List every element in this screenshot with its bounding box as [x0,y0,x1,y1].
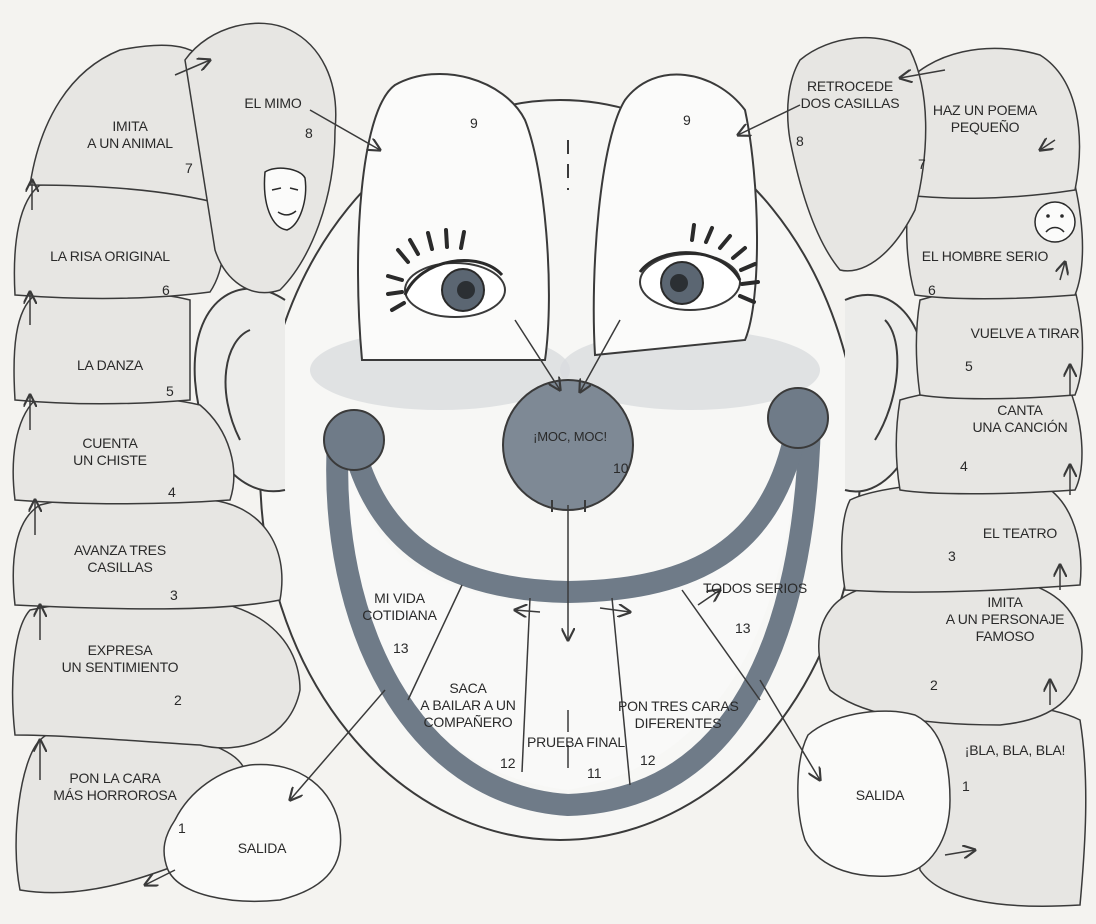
space-label-line: FAMOSO [935,628,1075,645]
space-label-line: LA DANZA [60,357,160,374]
mouth-space-13-right[interactable]: TODOS SERIOS [700,580,810,597]
space-label-line: CUENTA [55,435,165,452]
right-space-salida[interactable]: SALIDA [845,787,915,804]
right-space-8-number: 8 [796,133,804,149]
left-space-2[interactable]: EXPRESA UN SENTIMIENTO [45,642,195,676]
space-label-line: DOS CASILLAS [795,95,905,112]
left-space-8[interactable]: EL MIMO [238,95,308,112]
right-space-7-number: 7 [918,156,926,172]
space-label-line: IMITA [935,594,1075,611]
sad-face-icon [1035,202,1075,242]
mouth-space-13-right-number: 13 [735,620,751,636]
right-salida-label: SALIDA [845,787,915,804]
space-label-line: A UN ANIMAL [75,135,185,152]
mouth-corner-right [768,388,828,448]
mouth-space-11[interactable]: PRUEBA FINAL [527,734,617,751]
nose-number: 10 [613,460,629,476]
right-space-3[interactable]: EL TEATRO [980,525,1060,542]
right-space-5[interactable]: VUELVE A TIRAR [965,325,1085,342]
right-space-1-number: 1 [962,778,970,794]
space-label-line: UN SENTIMIENTO [45,659,195,676]
space-label-line: EXPRESA [45,642,195,659]
left-space-3[interactable]: AVANZA TRES CASILLAS [55,542,185,576]
space-label-line: MÁS HORROROSA [40,787,190,804]
space-label-line: LA RISA ORIGINAL [40,248,180,265]
left-space-6-number: 6 [162,282,170,298]
space-label-line: EL TEATRO [980,525,1060,542]
left-space-5-number: 5 [166,383,174,399]
right-space-2-number: 2 [930,677,938,693]
space-label-line: IMITA [75,118,185,135]
space-label-line: EL MIMO [238,95,308,112]
mouth-corner-left [324,410,384,470]
clown-nose[interactable] [503,380,633,510]
left-space-7[interactable]: IMITA A UN ANIMAL [75,118,185,152]
space-label-line: PRUEBA FINAL [527,734,617,751]
right-space-7[interactable]: HAZ UN POEMA PEQUEÑO [930,102,1040,136]
space-label-line: VUELVE A TIRAR [965,325,1085,342]
right-space-2[interactable]: IMITA A UN PERSONAJE FAMOSO [935,594,1075,645]
left-space-4[interactable]: CUENTA UN CHISTE [55,435,165,469]
nose-label: ¡MOC, MOC! [515,428,625,445]
mouth-space-12-right[interactable]: PON TRES CARAS DIFERENTES [618,698,738,732]
space-label-line: DIFERENTES [618,715,738,732]
space-label-line: SACA [408,680,528,697]
space-label-line: CASILLAS [55,559,185,576]
space-label-line: TODOS SERIOS [700,580,810,597]
right-space-5-number: 5 [965,358,973,374]
right-space-3-number: 3 [948,548,956,564]
space-label-line: HAZ UN POEMA [930,102,1040,119]
space-label-line: PON TRES CARAS [618,698,738,715]
space-label-line: CANTA [960,402,1080,419]
space-label-line: ¡BLA, BLA, BLA! [950,742,1080,759]
space-label-line: RETROCEDE [795,78,905,95]
mouth-space-12-left[interactable]: SACA A BAILAR A UN COMPAÑERO [408,680,528,731]
right-space-4[interactable]: CANTA UNA CANCIÓN [960,402,1080,436]
space-label-line: A UN PERSONAJE [935,611,1075,628]
mouth-space-11-number: 11 [587,765,602,781]
space-label-line: UN CHISTE [55,452,165,469]
space-label-line: EL HOMBRE SERIO [920,248,1050,265]
left-space-5[interactable]: LA DANZA [60,357,160,374]
space-label-line: COTIDIANA [352,607,447,624]
space-label-line: A BAILAR A UN [408,697,528,714]
space-label-line: COMPAÑERO [408,714,528,731]
left-space-salida[interactable]: SALIDA [222,840,302,857]
left-space-6[interactable]: LA RISA ORIGINAL [40,248,180,265]
right-space-6[interactable]: EL HOMBRE SERIO [920,248,1050,265]
left-eye-number: 9 [470,115,478,131]
right-space-8[interactable]: RETROCEDE DOS CASILLAS [795,78,905,112]
right-space-4-number: 4 [960,458,968,474]
space-label-line: PEQUEÑO [930,119,1040,136]
left-space-7-number: 7 [185,160,193,176]
left-space-4-number: 4 [168,484,176,500]
right-eye-space[interactable] [594,75,757,355]
mouth-space-12-left-number: 12 [500,755,516,771]
left-salida-label: SALIDA [222,840,302,857]
right-space-6-number: 6 [928,282,936,298]
right-eye-number: 9 [683,112,691,128]
left-space-2-number: 2 [174,692,182,708]
mouth-space-13-left-number: 13 [393,640,409,656]
left-space-1[interactable]: PON LA CARA MÁS HORROROSA [40,770,190,804]
mouth-space-12-right-number: 12 [640,752,656,768]
left-space-3-number: 3 [170,587,178,603]
space-label-line: UNA CANCIÓN [960,419,1080,436]
space-label-line: PON LA CARA [40,770,190,787]
mouth-space-13-left[interactable]: MI VIDA COTIDIANA [352,590,447,624]
left-space-8-number: 8 [305,125,313,141]
right-space-1[interactable]: ¡BLA, BLA, BLA! [950,742,1080,759]
space-label-line: AVANZA TRES [55,542,185,559]
left-space-1-number: 1 [178,820,186,836]
space-label-line: MI VIDA [352,590,447,607]
